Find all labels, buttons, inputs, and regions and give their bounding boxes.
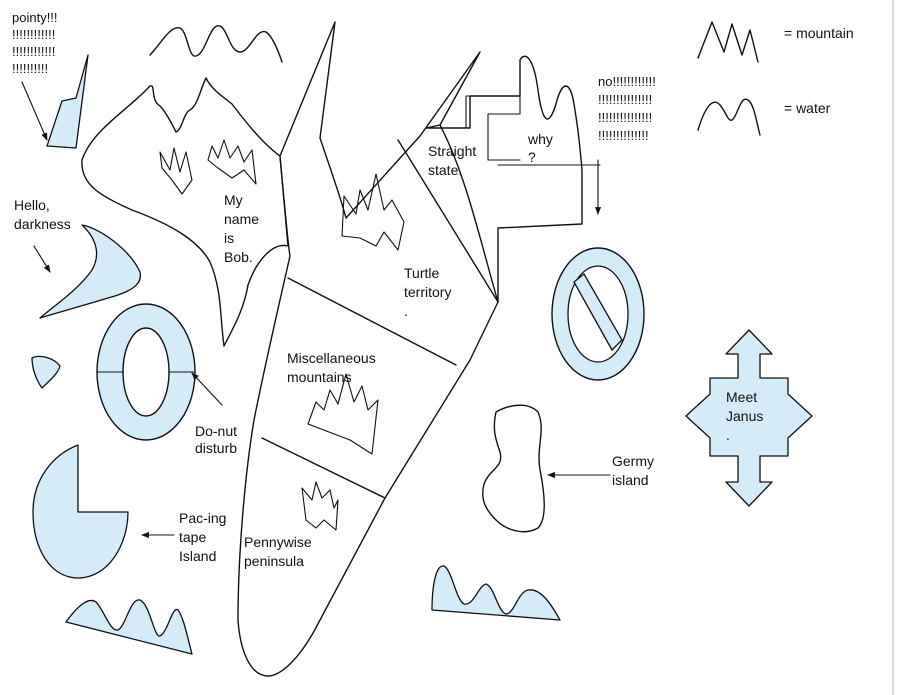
pointy-water-shard xyxy=(46,54,89,149)
miscellaneous-mountains-label: Miscellaneous mountains xyxy=(287,350,376,385)
bob-mountain-1 xyxy=(159,147,193,195)
do-nut-water xyxy=(96,303,196,441)
germy-island-outline xyxy=(482,404,545,533)
svg-text:peninsula: peninsula xyxy=(244,553,304,569)
svg-text:!!!!!!!!!!!!!!!: !!!!!!!!!!!!!!! xyxy=(598,110,652,125)
straight-state-stairs xyxy=(425,95,521,161)
do-nut-label: Do-nut disturb xyxy=(195,423,237,456)
region-border-turtle xyxy=(287,277,457,366)
svg-text:is: is xyxy=(224,230,234,246)
misc-mountain xyxy=(307,373,379,455)
meet-janus-label: Meet Janus . xyxy=(726,389,763,443)
do-nut-arrow xyxy=(191,372,223,406)
svg-text:mountains: mountains xyxy=(287,369,352,385)
legend-water-label: = water xyxy=(784,100,831,116)
svg-text:Germy: Germy xyxy=(612,453,654,469)
hello-darkness-water xyxy=(39,224,142,319)
svg-text:Janus: Janus xyxy=(726,408,763,424)
bob-mountain-2 xyxy=(207,139,257,185)
legend-mountain-label: = mountain xyxy=(784,25,854,41)
meet-janus-cross xyxy=(685,329,813,507)
svg-text:darkness: darkness xyxy=(14,216,71,232)
region-border-straight xyxy=(397,139,499,303)
svg-text:Island: Island xyxy=(179,548,216,564)
svg-text:Bob.: Bob. xyxy=(224,249,253,265)
svg-text:Pennywise: Pennywise xyxy=(244,534,312,550)
mountain-squiggle-top-left xyxy=(149,25,283,63)
why-label: why ? xyxy=(527,131,553,165)
straight-state-outline xyxy=(425,55,583,303)
pac-ing-label: Pac-ing tape Island xyxy=(179,510,226,564)
svg-text:no!!!!!!!!!!!!: no!!!!!!!!!!!! xyxy=(598,74,656,89)
svg-text:territory: territory xyxy=(404,284,451,300)
pointy-label: pointy!!! !!!!!!!!!!!! !!!!!!!!!!!! !!!!… xyxy=(12,10,58,76)
water-waves-bottom-center xyxy=(431,565,561,621)
legend-mountain-icon xyxy=(697,21,759,63)
svg-text:tape: tape xyxy=(179,529,206,545)
svg-text:Turtle: Turtle xyxy=(404,265,439,281)
hello-darkness-arrow xyxy=(33,245,51,273)
legend: = mountain = water xyxy=(697,21,854,136)
svg-text:.: . xyxy=(404,303,408,319)
svg-text:!!!!!!!!!!!!: !!!!!!!!!!!! xyxy=(12,27,55,42)
pennywise-mountain xyxy=(301,481,339,531)
svg-text:?: ? xyxy=(528,149,536,165)
bob-label: My name is Bob. xyxy=(224,192,259,265)
svg-text:.: . xyxy=(726,427,730,443)
no-sign-water xyxy=(551,247,645,381)
svg-text:pointy!!!: pointy!!! xyxy=(12,10,58,25)
svg-text:island: island xyxy=(612,472,649,488)
svg-text:!!!!!!!!!!!!!!!: !!!!!!!!!!!!!!! xyxy=(598,92,652,107)
svg-text:Miscellaneous: Miscellaneous xyxy=(287,350,376,366)
svg-text:Do-nut: Do-nut xyxy=(195,423,237,439)
turtle-territory-label: Turtle territory . xyxy=(404,265,451,319)
germy-island-label: Germy island xyxy=(612,453,654,488)
svg-text:name: name xyxy=(224,211,259,227)
svg-text:My: My xyxy=(224,192,243,208)
legend-water-icon xyxy=(697,98,761,136)
turtle-mountain xyxy=(341,173,405,251)
svg-text:Pac-ing: Pac-ing xyxy=(179,510,226,526)
svg-text:!!!!!!!!!!!!!!: !!!!!!!!!!!!!! xyxy=(598,128,649,143)
svg-text:state.: state. xyxy=(428,162,462,178)
no-label: no!!!!!!!!!!!! !!!!!!!!!!!!!!! !!!!!!!!!… xyxy=(598,74,656,143)
svg-text:why: why xyxy=(527,131,553,147)
svg-text:Hello,: Hello, xyxy=(14,197,50,213)
svg-text:!!!!!!!!!!!!: !!!!!!!!!!!! xyxy=(12,44,55,59)
water-waves-bottom-left xyxy=(65,599,193,655)
pac-ing-tape-island xyxy=(32,444,129,579)
svg-text:!!!!!!!!!!: !!!!!!!!!! xyxy=(12,61,48,76)
region-border-misc xyxy=(261,437,386,499)
pointy-arrow xyxy=(21,81,48,141)
svg-text:Meet: Meet xyxy=(726,389,757,405)
straight-state-label: Straight state. xyxy=(428,143,476,178)
central-continent-outline xyxy=(237,21,499,677)
svg-text:disturb: disturb xyxy=(195,440,237,456)
svg-text:Straight: Straight xyxy=(428,143,476,159)
small-water-triangle xyxy=(31,355,61,389)
pennywise-peninsula-label: Pennywise peninsula xyxy=(244,534,312,569)
hello-darkness-label: Hello, darkness xyxy=(14,197,71,232)
